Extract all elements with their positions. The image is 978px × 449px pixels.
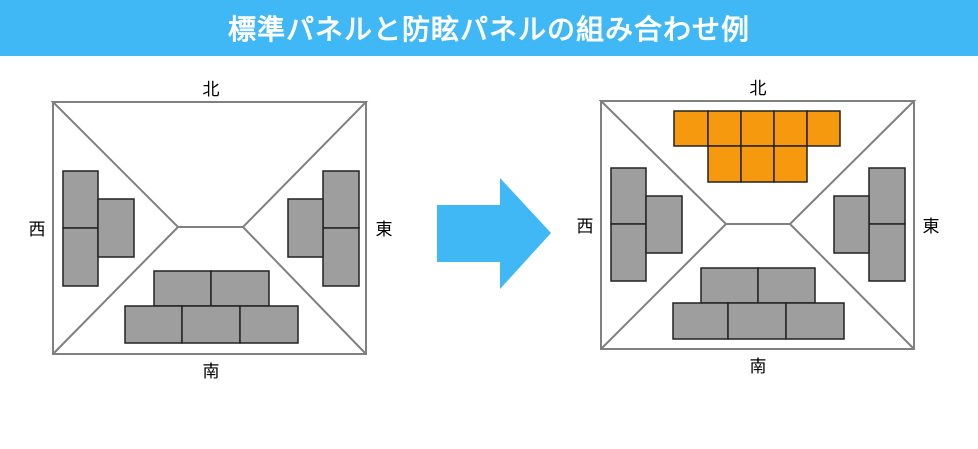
standard-panel xyxy=(239,305,299,344)
anti-glare-panel xyxy=(673,110,709,147)
anti-glare-panel xyxy=(740,110,775,147)
label-west: 西 xyxy=(577,217,594,237)
label-east: 東 xyxy=(376,220,393,240)
standard-panel xyxy=(124,305,183,344)
anti-glare-panel xyxy=(773,145,808,183)
standard-panel xyxy=(727,302,787,340)
standard-panel xyxy=(833,195,870,254)
label-north: 北 xyxy=(203,80,220,100)
standard-panel xyxy=(757,267,816,304)
south-panels xyxy=(672,267,845,340)
title-banner: 標準パネルと防眩パネルの組み合わせ例 xyxy=(0,0,978,56)
standard-panel xyxy=(610,167,647,225)
standard-panel xyxy=(181,305,241,344)
standard-panel xyxy=(210,270,270,307)
standard-panel xyxy=(868,223,906,282)
roof-hip-southeast xyxy=(242,226,367,355)
standard-panel xyxy=(645,195,683,254)
label-east: 東 xyxy=(923,217,940,237)
west-panels xyxy=(62,170,135,287)
roof-hip-southwest xyxy=(52,226,179,355)
standard-panel xyxy=(322,170,360,229)
label-south: 南 xyxy=(203,362,220,382)
right-arrow-icon xyxy=(437,178,551,289)
standard-panel xyxy=(610,223,647,282)
north-antiglare-panels xyxy=(673,110,841,183)
anti-glare-panel xyxy=(740,145,775,183)
standard-panel xyxy=(700,267,759,304)
east-panels xyxy=(833,167,906,282)
roof-after: 北 南 西 東 xyxy=(577,79,940,377)
standard-panel xyxy=(287,198,324,258)
standard-panel xyxy=(62,170,99,229)
label-west: 西 xyxy=(29,220,46,240)
standard-panel xyxy=(153,270,212,307)
anti-glare-panel xyxy=(773,110,808,147)
label-south: 南 xyxy=(750,357,767,377)
anti-glare-panel xyxy=(707,110,742,147)
standard-panel xyxy=(868,167,906,225)
roof-hip-southeast xyxy=(789,223,915,350)
label-north: 北 xyxy=(750,79,767,99)
roof-hip-southwest xyxy=(600,223,727,350)
standard-panel xyxy=(672,302,729,340)
south-panels xyxy=(124,270,299,344)
anti-glare-panel xyxy=(707,145,742,183)
roof-before: 北 南 西 東 xyxy=(29,80,393,382)
east-panels xyxy=(287,170,360,287)
standard-panel xyxy=(97,198,135,258)
standard-panel xyxy=(785,302,845,340)
anti-glare-panel xyxy=(806,110,841,147)
standard-panel xyxy=(322,227,360,287)
west-panels xyxy=(610,167,683,282)
page-title: 標準パネルと防眩パネルの組み合わせ例 xyxy=(227,13,750,46)
standard-panel xyxy=(62,227,99,287)
